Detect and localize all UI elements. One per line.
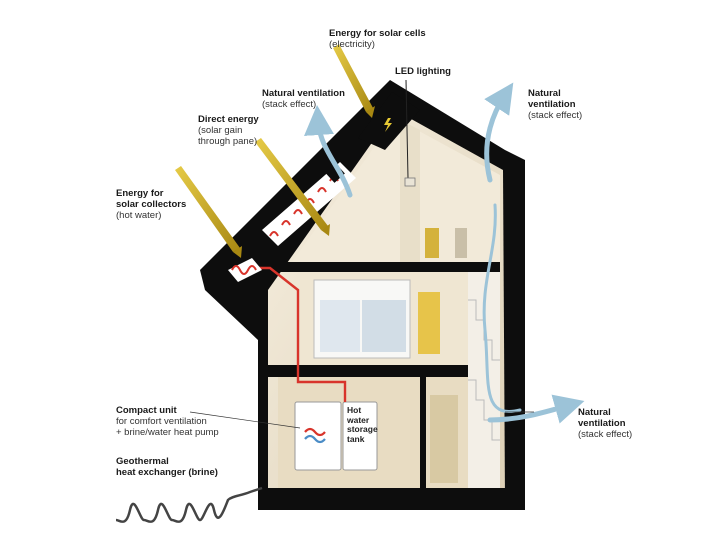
vent-arrow-bottom — [487, 394, 585, 424]
attic-room — [292, 118, 500, 262]
vent-arrow-right — [484, 82, 514, 183]
ground-slab — [258, 488, 525, 510]
hot-water-pipe — [254, 266, 347, 402]
direct-energy-ray — [255, 138, 328, 230]
pointer-lines — [189, 411, 534, 429]
lightning-icon — [384, 118, 392, 132]
hot-water-tank — [342, 401, 378, 471]
compact-unit-box — [294, 401, 342, 471]
label-natural-ventilation-right: Natural ventilation (stack effect) — [528, 88, 583, 121]
label-natural-ventilation-bottom: Natural ventilation (stack effect) — [578, 407, 633, 440]
label-natural-ventilation-left: Natural ventilation (stack effect) — [262, 88, 345, 110]
label-solar-collectors: Energy for solar collectors (hot water) — [116, 188, 187, 221]
led-lamp — [404, 79, 416, 187]
vent-arrow-left — [304, 105, 353, 198]
ventilation-arrows — [304, 82, 585, 424]
solar-cell-panel — [358, 92, 420, 150]
staircase — [468, 272, 500, 488]
solar-cell-ray — [333, 44, 373, 112]
label-geothermal: Geothermal heat exchanger (brine) — [116, 456, 218, 478]
middle-floor-slab — [268, 365, 468, 377]
collector-ray — [175, 166, 240, 252]
middle-room — [300, 272, 468, 365]
upper-floor-slab — [268, 262, 500, 272]
label-compact-unit: Compact unit for comfort ventilation + b… — [116, 405, 219, 438]
label-led-lighting: LED lighting — [395, 66, 451, 77]
label-direct-energy: Direct energy (solar gain through pane) — [198, 114, 259, 147]
vent-arrow-stairs — [482, 203, 522, 413]
label-hot-water-tank: Hot water storage tank — [347, 405, 378, 444]
geothermal-coil — [115, 486, 263, 523]
label-solar-cells: Energy for solar cells (electricity) — [329, 28, 426, 50]
sun-rays — [175, 44, 375, 258]
